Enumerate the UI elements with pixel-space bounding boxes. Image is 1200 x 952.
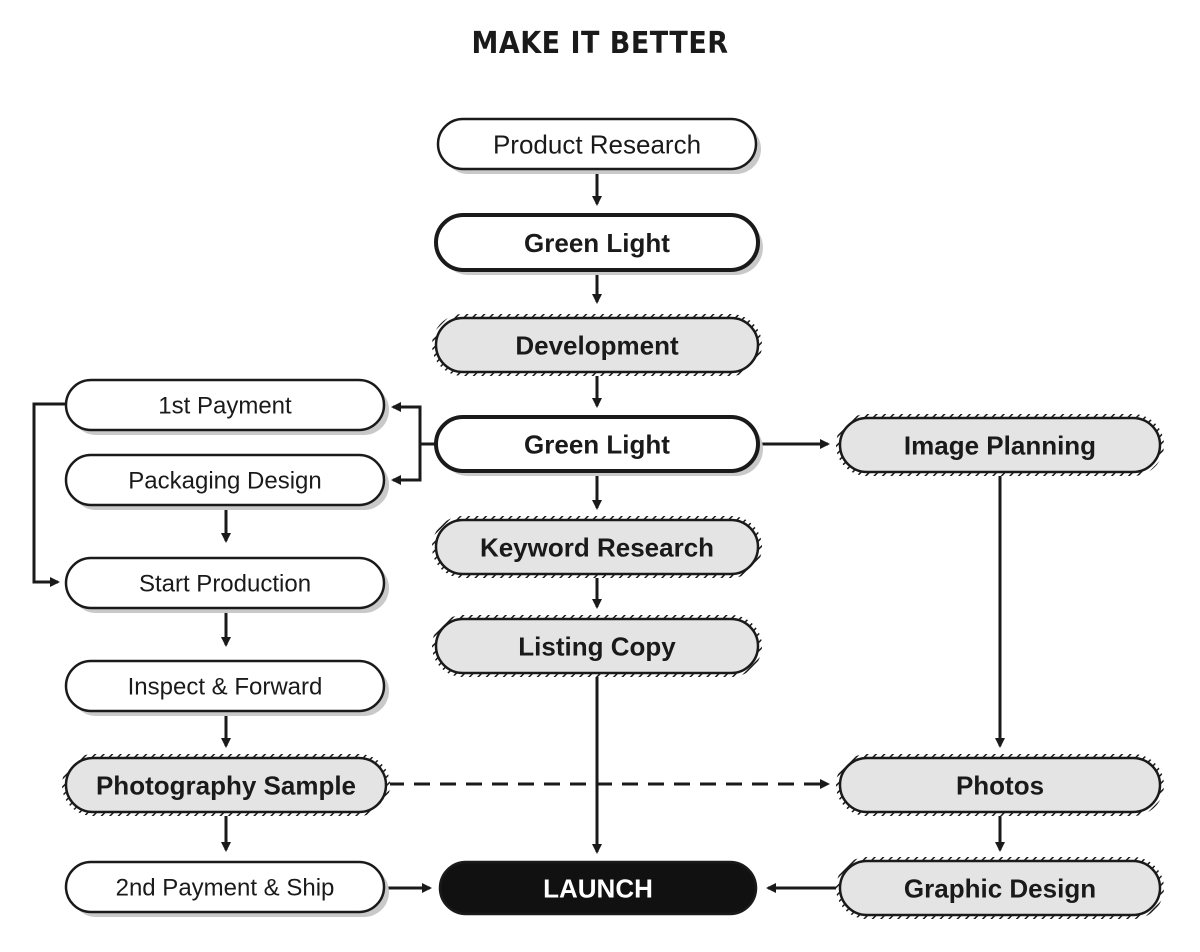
pill-shape <box>436 117 758 171</box>
pill-shape <box>64 453 386 507</box>
node-green-light-1: Green Light <box>434 213 763 275</box>
node-label: Photography Sample <box>96 770 356 800</box>
pill-shape <box>434 316 760 374</box>
node-inspect-forward: Inspect & Forward <box>64 659 389 716</box>
node-green-light-2: Green Light <box>434 415 763 476</box>
pill-shape <box>434 213 760 272</box>
node-listing-copy: Listing Copy <box>432 615 762 677</box>
node-first-payment: 1st Payment <box>64 378 389 435</box>
pill-shape <box>838 756 1162 814</box>
arrow-payment-to-production <box>32 402 68 587</box>
node-label: Photos <box>956 770 1044 800</box>
node-product-research: Product Research <box>436 117 761 174</box>
node-label: Green Light <box>524 429 670 459</box>
diagram-title: MAKE IT BETTER <box>471 26 729 61</box>
node-second-payment: 2nd Payment & Ship <box>64 860 389 917</box>
node-image-planning: Image Planning <box>836 414 1164 476</box>
node-label: Image Planning <box>904 430 1096 460</box>
pill-shape <box>434 617 760 675</box>
node-label: Development <box>515 330 679 360</box>
pill-shape <box>64 756 388 814</box>
arrow-greenlight-to-payment <box>391 402 436 446</box>
node-label: Green Light <box>524 228 670 258</box>
node-label: Packaging Design <box>128 468 321 495</box>
pill-shape <box>438 860 758 916</box>
node-label: Product Research <box>493 129 701 159</box>
node-label: Keyword Research <box>480 532 714 562</box>
node-label: Start Production <box>139 571 311 598</box>
node-development: Development <box>432 314 762 376</box>
node-packaging-design: Packaging Design <box>64 453 389 510</box>
node-label: 1st Payment <box>158 393 292 420</box>
pill-shape <box>434 415 760 473</box>
pill-shape <box>64 378 386 432</box>
pill-shape <box>838 416 1162 474</box>
node-label: Inspect & Forward <box>128 674 323 701</box>
node-label: LAUNCH <box>543 873 653 903</box>
pill-shape <box>64 556 386 610</box>
node-graphic-design: Graphic Design <box>836 857 1164 919</box>
node-start-production: Start Production <box>64 556 389 613</box>
node-label: Listing Copy <box>518 631 676 661</box>
pill-shape <box>64 860 386 914</box>
pill-shape <box>64 659 386 713</box>
node-label: Graphic Design <box>904 873 1096 903</box>
pill-shape <box>838 859 1162 917</box>
pill-shape <box>434 518 760 576</box>
node-photography-sample: Photography Sample <box>62 754 390 816</box>
node-keyword-research: Keyword Research <box>432 516 762 578</box>
arrow-greenlight-to-packaging <box>391 444 422 485</box>
node-photos: Photos <box>836 754 1164 816</box>
node-launch: LAUNCH <box>438 860 758 916</box>
node-label: 2nd Payment & Ship <box>116 875 335 902</box>
